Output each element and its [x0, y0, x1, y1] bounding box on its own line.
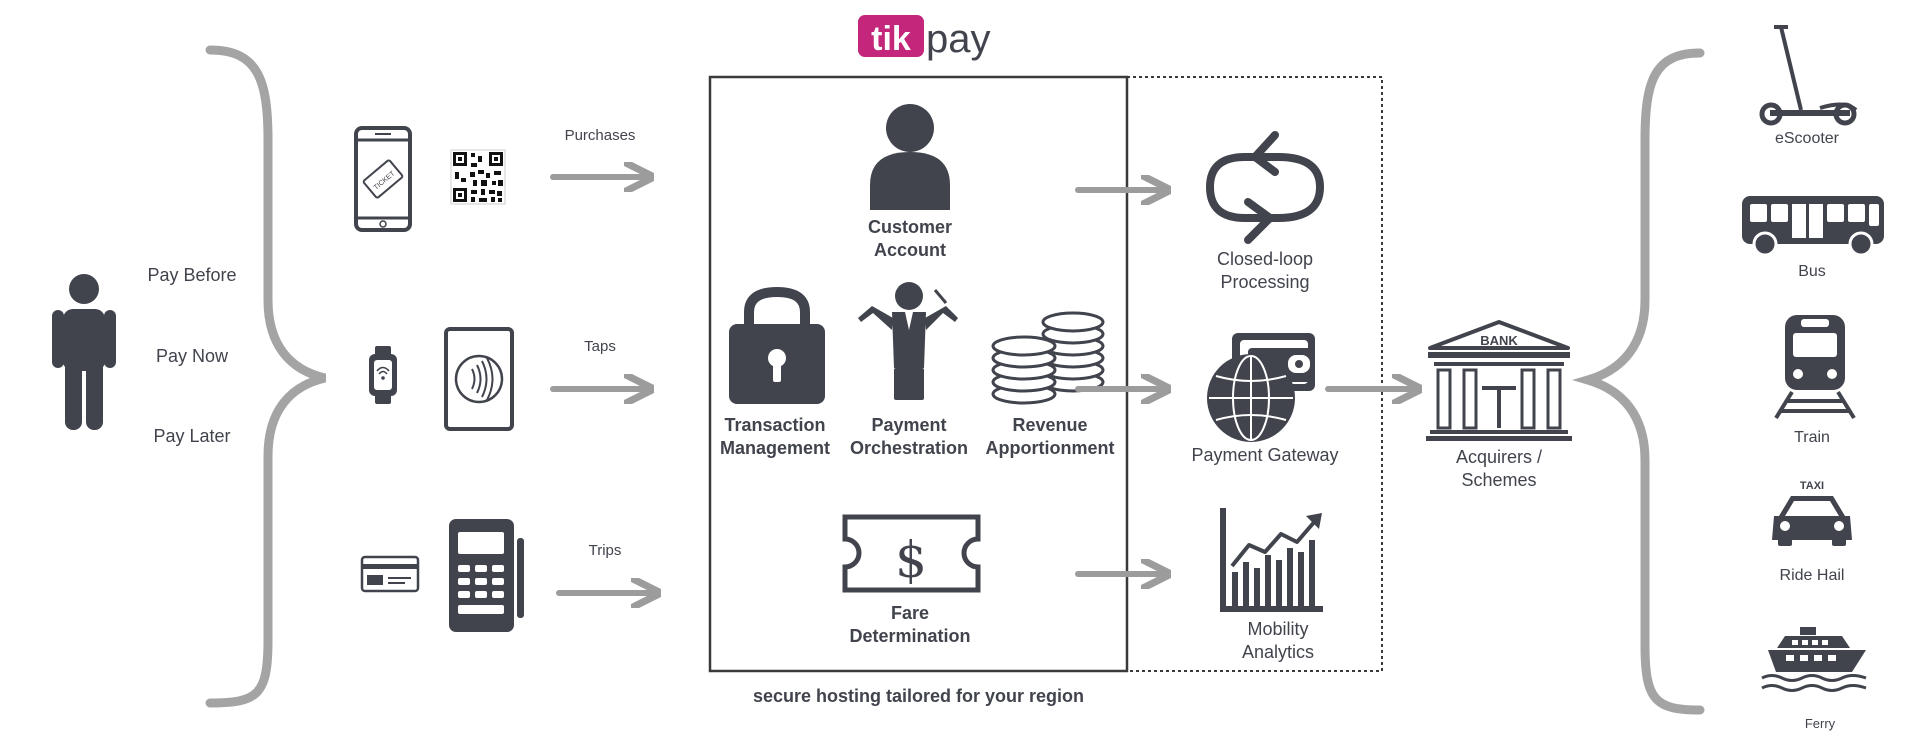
payment-orchestration-label: Payment Orchestration: [846, 414, 972, 461]
taps-label: Taps: [584, 338, 616, 355]
acquirers-line-2: Schemes: [1461, 470, 1537, 491]
escooter-icon: [1759, 25, 1858, 126]
closed-loop-icon: [1205, 131, 1325, 244]
pay-before-label: Pay Before: [147, 265, 237, 285]
mobility-analytics-line-1: Mobility: [1247, 619, 1309, 639]
lock-icon: [729, 286, 825, 404]
transaction-management-label: Transaction Management: [712, 414, 838, 461]
person-icon: [52, 274, 116, 430]
bus-label: Bus: [1798, 263, 1826, 280]
train-icon: [1774, 315, 1856, 420]
acquirers-line-1: Acquirers /: [1455, 447, 1543, 467]
acquirers-label: Acquirers / Schemes: [1426, 446, 1572, 493]
ride-hail-label: Ride Hail: [1779, 567, 1845, 584]
fare-determination-label: Fare Determination: [840, 602, 980, 649]
fare-determination-line-1: Fare: [890, 603, 930, 623]
closed-loop-label: Closed-loop Processing: [1180, 248, 1350, 295]
transaction-management-line-2: Management: [719, 438, 831, 459]
payment-terminal-icon: [449, 519, 524, 632]
svg-text:$: $: [895, 531, 927, 589]
right-brace: [1572, 48, 1705, 715]
payment-gateway-label: Payment Gateway: [1191, 445, 1339, 465]
payment-gateway-icon: [1207, 333, 1315, 442]
logo-badge: [858, 15, 924, 57]
bank-icon: BANK: [1426, 320, 1572, 441]
orchestration-presenter-icon: [858, 282, 958, 400]
customer-account-line-1: Customer: [867, 217, 952, 237]
fare-ticket-icon: $: [842, 514, 981, 593]
bank-sign: BANK: [1480, 333, 1518, 348]
closed-loop-line-2: Processing: [1220, 272, 1310, 293]
contactless-reader-icon: [444, 327, 514, 431]
pay-now-label: Pay Now: [155, 346, 229, 366]
payment-orchestration-line-2: Orchestration: [849, 438, 969, 459]
escooter-label: eScooter: [1774, 130, 1840, 147]
logo-text-left: tik: [871, 20, 911, 58]
mobility-analytics-label: Mobility Analytics: [1208, 618, 1348, 665]
bank-card-icon: [360, 555, 420, 593]
closed-loop-line-1: Closed-loop: [1216, 249, 1314, 269]
services-dotted-box: [1126, 76, 1383, 672]
purchases-label: Purchases: [564, 127, 636, 144]
mobility-analytics-line-2: Analytics: [1241, 642, 1315, 663]
revenue-apportionment-line-2: Apportionment: [985, 438, 1115, 459]
ferry-icon: [1761, 627, 1867, 692]
left-brace: [205, 45, 327, 708]
logo-text-right: pay: [926, 17, 991, 61]
bus-icon: [1742, 196, 1884, 257]
pay-later-label: Pay Later: [153, 426, 231, 446]
hosting-caption: secure hosting tailored for your region: [752, 686, 1085, 706]
ferry-label: Ferry: [1804, 716, 1836, 731]
phone-ticket-icon: TICKET: [354, 126, 412, 232]
revenue-apportionment-line-1: Revenue: [1012, 415, 1088, 435]
train-label: Train: [1794, 429, 1830, 446]
smartwatch-icon: [369, 346, 397, 404]
customer-account-label: Customer Account: [840, 216, 980, 263]
customer-account-line-2: Account: [874, 240, 946, 261]
tikpay-logo: tik pay: [858, 15, 991, 61]
revenue-apportionment-label: Revenue Apportionment: [980, 414, 1120, 461]
payment-orchestration-line-1: Payment: [871, 415, 947, 435]
taxi-sign: TAXI: [1800, 480, 1824, 492]
fare-determination-line-2: Determination: [849, 626, 971, 647]
qr-code-icon: [450, 149, 506, 205]
coins-icon: [991, 311, 1105, 405]
customer-account-icon: [870, 104, 950, 210]
analytics-chart-icon: [1220, 508, 1323, 612]
transaction-management-line-1: Transaction: [724, 415, 826, 435]
taxi-icon: TAXI: [1772, 480, 1852, 546]
trips-label: Trips: [588, 542, 622, 559]
svg-text:TICKET: TICKET: [373, 170, 397, 192]
